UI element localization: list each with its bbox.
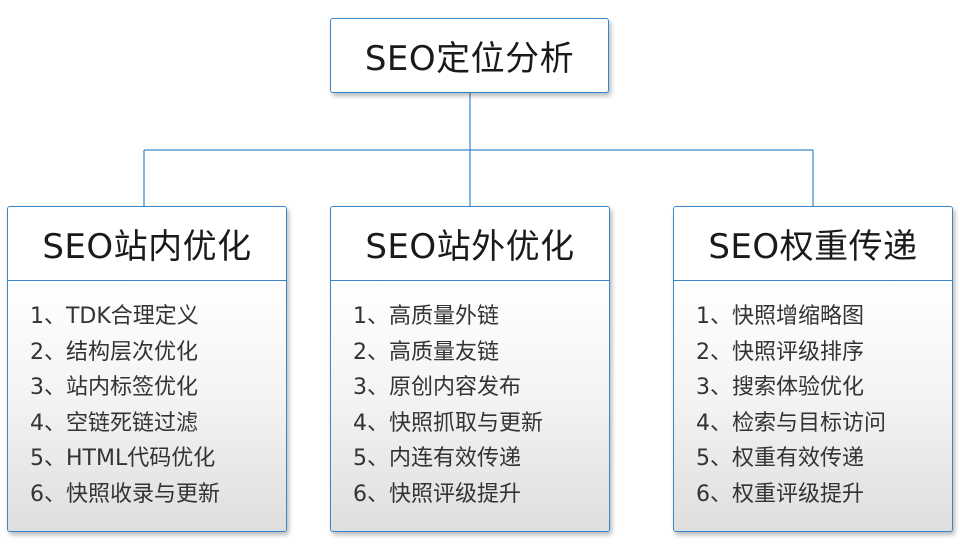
branch-onsite-optimization: SEO站内优化 1、TDK合理定义 2、结构层次优化 3、站内标签优化 4、空链… (7, 206, 287, 532)
list-item: 2、高质量友链 (353, 339, 499, 365)
branch-title: SEO站外优化 (365, 227, 575, 267)
list-item: 2、结构层次优化 (30, 339, 198, 365)
branch-body: 1、高质量外链 2、高质量友链 3、原创内容发布 4、快照抓取与更新 5、内连有… (331, 281, 609, 531)
list-item: 5、HTML代码优化 (30, 446, 216, 471)
list-item: 4、检索与目标访问 (696, 410, 886, 436)
branch-title: SEO站内优化 (42, 227, 252, 267)
list-item: 1、高质量外链 (353, 304, 499, 329)
list-item: 5、权重有效传递 (696, 446, 864, 471)
list-item: 5、内连有效传递 (353, 446, 521, 471)
branch-weight-transfer: SEO权重传递 1、快照增缩略图 2、快照评级排序 3、搜索体验优化 4、检索与… (673, 206, 953, 532)
list-item: 1、TDK合理定义 (30, 304, 199, 329)
list-item: 6、快照收录与更新 (30, 481, 220, 507)
branch-header: SEO站内优化 (8, 207, 286, 281)
root-node: SEO定位分析 (330, 18, 609, 93)
branch-header: SEO站外优化 (331, 207, 609, 281)
list-item: 3、搜索体验优化 (696, 375, 864, 400)
list-item: 3、原创内容发布 (353, 375, 521, 400)
branch-header: SEO权重传递 (674, 207, 952, 281)
root-title: SEO定位分析 (364, 39, 575, 79)
list-item: 6、权重评级提升 (696, 481, 864, 507)
list-item: 3、站内标签优化 (30, 375, 198, 400)
branch-body: 1、TDK合理定义 2、结构层次优化 3、站内标签优化 4、空链死链过滤 5、H… (8, 281, 286, 531)
branch-item-list: 1、高质量外链 2、高质量友链 3、原创内容发布 4、快照抓取与更新 5、内连有… (353, 299, 609, 512)
branch-offsite-optimization: SEO站外优化 1、高质量外链 2、高质量友链 3、原创内容发布 4、快照抓取与… (330, 206, 610, 532)
branch-title: SEO权重传递 (708, 227, 918, 267)
list-item: 6、快照评级提升 (353, 481, 521, 507)
list-item: 2、快照评级排序 (696, 339, 864, 365)
branch-item-list: 1、TDK合理定义 2、结构层次优化 3、站内标签优化 4、空链死链过滤 5、H… (30, 299, 286, 512)
list-item: 1、快照增缩略图 (696, 304, 864, 329)
branch-item-list: 1、快照增缩略图 2、快照评级排序 3、搜索体验优化 4、检索与目标访问 5、权… (696, 299, 952, 512)
list-item: 4、快照抓取与更新 (353, 410, 543, 436)
branch-body: 1、快照增缩略图 2、快照评级排序 3、搜索体验优化 4、检索与目标访问 5、权… (674, 281, 952, 531)
list-item: 4、空链死链过滤 (30, 410, 198, 436)
